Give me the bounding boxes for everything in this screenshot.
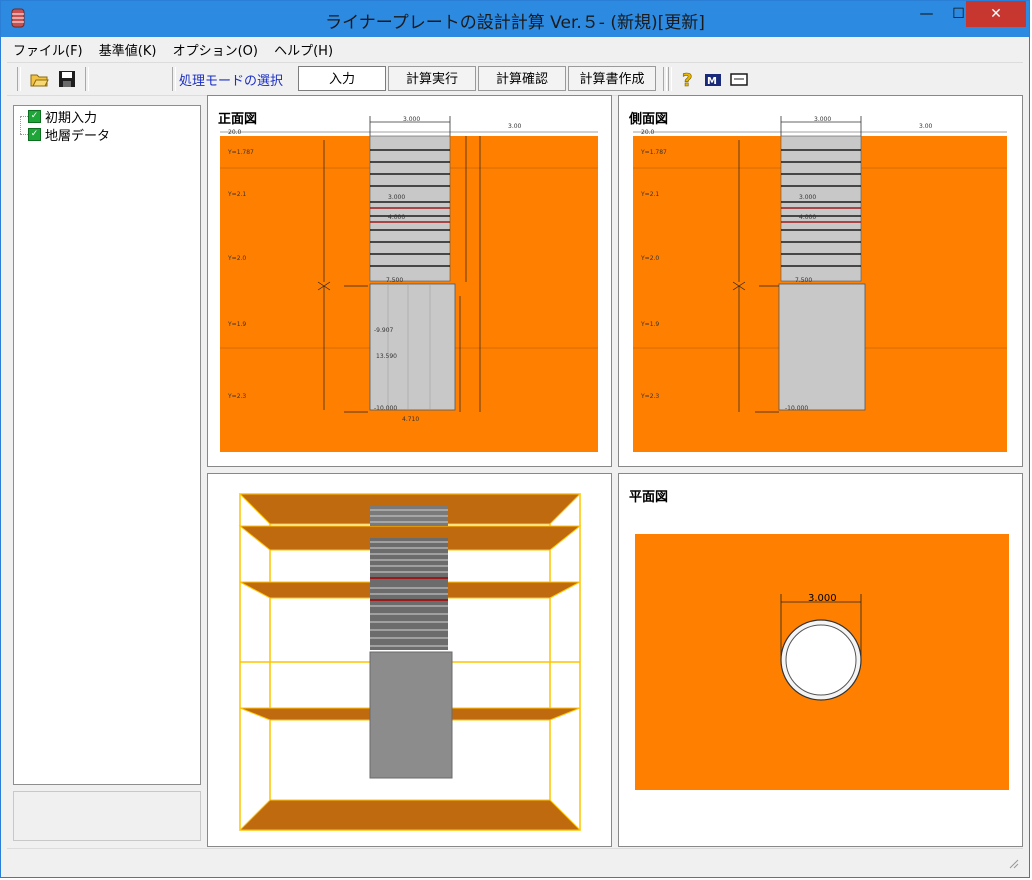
close-button[interactable]: ✕ [966,1,1026,27]
toolbar-separator [172,67,176,91]
svg-text:-10.000: -10.000 [785,405,808,412]
svg-text:Y=2.1: Y=2.1 [640,191,659,198]
title-bar[interactable]: ライナープレートの設計計算 Ver.５- (新規)[更新] — ☐ ✕ [1,1,1029,37]
svg-text:3.000: 3.000 [388,194,405,201]
svg-text:Y=2.3: Y=2.3 [640,393,659,400]
svg-text:3.000: 3.000 [814,116,831,123]
save-disk-icon[interactable] [57,69,77,89]
svg-text:M: M [707,76,717,87]
3d-view-panel [207,473,612,847]
menu-bar: ファイル(F) 基準値(K) オプション(O) ヘルプ(H) [7,37,1023,61]
svg-text:Y=2.0: Y=2.0 [227,255,246,262]
check-result-button[interactable]: 計算確認 [478,66,566,91]
toolbar-separator [663,67,667,91]
mode-label: 処理モードの選択 [179,74,284,89]
input-tree[interactable]: ✓ 初期入力 ✓ 地層データ [13,105,201,785]
svg-text:Y=1.787: Y=1.787 [640,149,667,156]
plan-view-panel: 平面図 3.000 [618,473,1023,847]
checkbox-icon[interactable]: ✓ [28,127,41,141]
svg-text:Y=2.3: Y=2.3 [227,393,246,400]
svg-text:3.00: 3.00 [919,123,933,130]
shaft-3d [369,506,453,779]
menu-file[interactable]: ファイル(F) [13,44,83,59]
help-question-icon[interactable]: ? [677,69,697,89]
toolbar: 処理モードの選択 入力 計算実行 計算確認 計算書作成 ? M [7,62,1023,96]
front-view-panel: 正面図 [207,95,612,467]
svg-text:Y=2.0: Y=2.0 [640,255,659,262]
shaft-inner-circle [785,624,857,696]
checkbox-icon[interactable]: ✓ [28,109,41,123]
plan-view-drawing: 3.000 [635,534,1009,790]
svg-text:3.000: 3.000 [799,194,816,201]
svg-text:4.710: 4.710 [402,416,419,423]
diameter-label: 3.000 [808,593,837,604]
plan-view-title: 平面図 [629,490,669,505]
svg-text:3.000: 3.000 [403,116,420,123]
svg-text:?: ? [682,70,692,89]
svg-text:Y=2.1: Y=2.1 [227,191,246,198]
side-view-panel: 側面図 [618,95,1023,467]
toolbar-separator [85,67,89,91]
svg-text:7.500: 7.500 [795,277,812,284]
svg-text:20.0: 20.0 [228,129,242,136]
window-icon[interactable] [729,69,749,89]
svg-text:4.000: 4.000 [388,214,405,221]
app-icon [11,8,25,28]
resize-grip-icon[interactable] [1007,857,1019,869]
info-icon[interactable]: M [703,69,723,89]
svg-text:Y=1.9: Y=1.9 [640,321,659,328]
status-bar [7,848,1023,873]
tree-item-label: 初期入力 [45,110,98,126]
menu-kijunchi[interactable]: 基準値(K) [98,44,157,59]
input-mode-button[interactable]: 入力 [298,66,386,91]
tree-item-label: 地層データ [45,128,111,144]
toolbar-separator [668,67,672,91]
toolbar-separator [17,67,21,91]
svg-text:Y=1.9: Y=1.9 [227,321,246,328]
svg-text:-9.907: -9.907 [374,327,394,334]
menu-options[interactable]: オプション(O) [172,44,258,59]
tree-item-strata-data[interactable]: ✓ 地層データ [28,126,111,144]
minimize-button[interactable]: — [919,6,934,22]
svg-text:13.590: 13.590 [376,353,397,360]
side-view-title: 側面図 [629,112,669,127]
menu-help[interactable]: ヘルプ(H) [274,44,334,59]
3d-view-drawing [238,493,582,831]
soil-layer-plane [238,799,582,831]
svg-text:3.00: 3.00 [508,123,522,130]
mortar-section [369,283,456,411]
mortar-section [778,283,866,411]
front-view-title: 正面図 [218,112,258,127]
window-title: ライナープレートの設計計算 Ver.５- (新規)[更新] [325,13,705,33]
svg-text:20.0: 20.0 [641,129,655,136]
left-pane: ✓ 初期入力 ✓ 地層データ [11,97,204,845]
left-bottom-panel [13,791,201,841]
maximize-button[interactable]: ☐ [952,6,965,22]
tree-item-initial-input[interactable]: ✓ 初期入力 [28,108,98,126]
open-folder-icon[interactable] [29,69,49,89]
svg-text:7.500: 7.500 [386,277,403,284]
svg-text:Y=1.787: Y=1.787 [227,149,254,156]
create-report-button[interactable]: 計算書作成 [568,66,656,91]
svg-text:4.000: 4.000 [799,214,816,221]
calculate-button[interactable]: 計算実行 [388,66,476,91]
svg-text:-10.000: -10.000 [374,405,397,412]
